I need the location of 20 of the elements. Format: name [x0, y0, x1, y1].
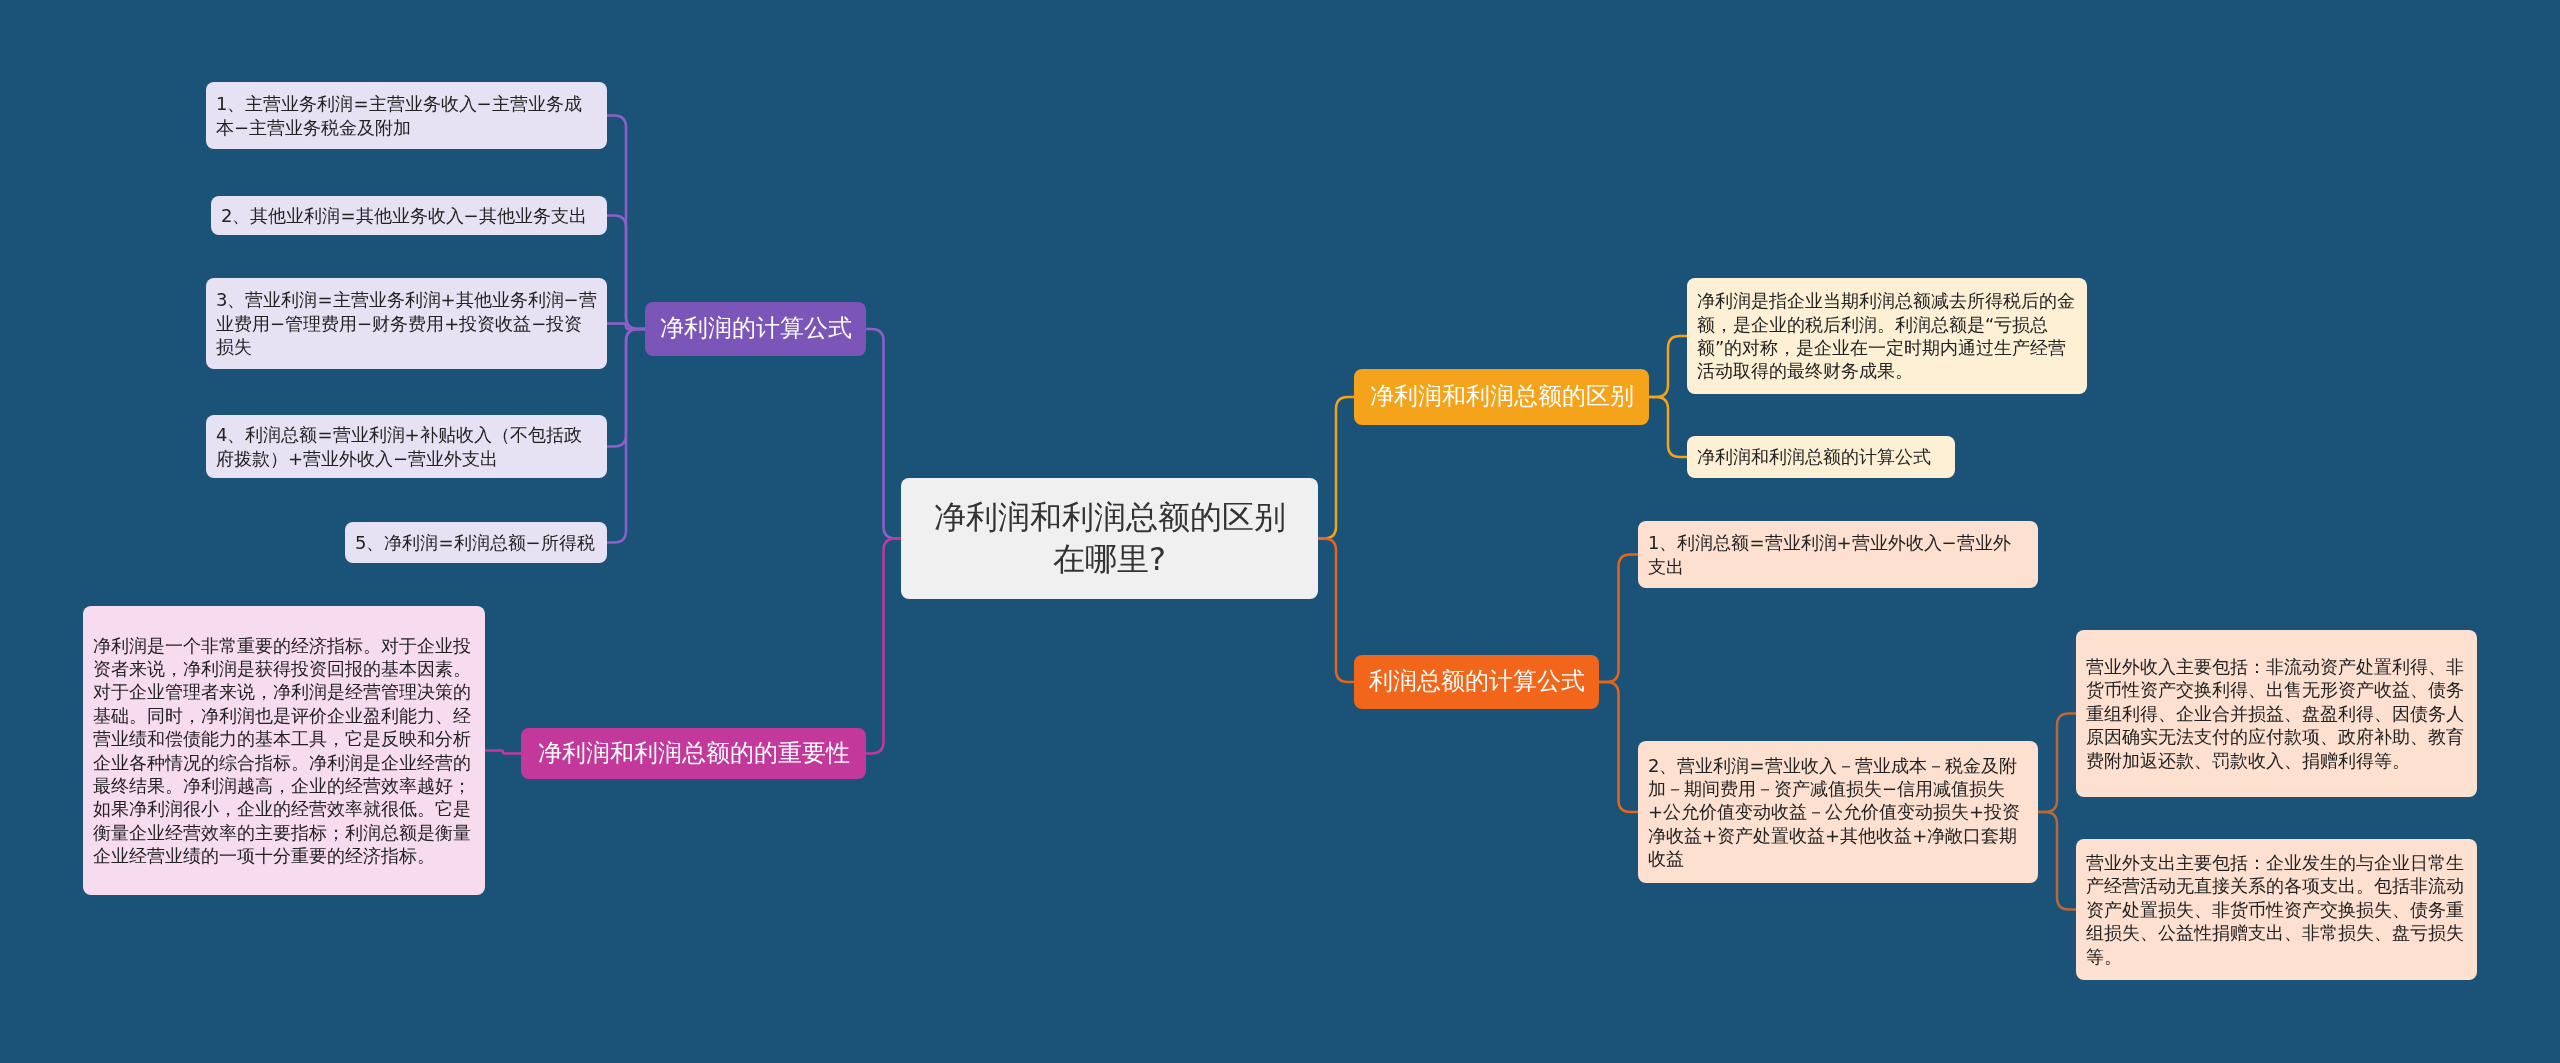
- central-topic: 净利润和利润总额的区别在哪里?: [901, 478, 1318, 599]
- connector: [2038, 810, 2076, 911]
- connector: [485, 749, 521, 755]
- branch-topic: 净利润的计算公式: [645, 302, 866, 356]
- subtopic-box: 营业外支出主要包括：企业发生的与企业日常生产经营活动无直接关系的各项支出。包括非流动资产处置损失、非货币性资产交换损失、债务重组损失、公益性捐赠支出、非常损失、盘亏损失等。: [2076, 839, 2477, 980]
- subtopic-box: 1、主营业务利润=主营业务收入−主营业务成本−主营业务税金及附加: [206, 82, 607, 149]
- subtopic-box: 4、利润总额=营业利润+补贴收入（不包括政府拨款）+营业外收入−营业外支出: [206, 415, 607, 478]
- subtopic-box: 2、营业利润=营业收入－营业成本－税金及附加－期间费用－资产减值损失−信用减值损失+公允价值变动收益－公允价值变动损失+投资净收益+资产处置收益+其他收益+净敞口套期收益: [1638, 741, 2038, 883]
- branch-topic: 利润总额的计算公式: [1354, 655, 1599, 709]
- subtopic-box: 净利润是一个非常重要的经济指标。对于企业投资者来说，净利润是获得投资回报的基本因素。对于企业管理者来说，净利润是经营管理决策的基础。同时，净利润也是评价企业盈利能力、经营业绩和偿债能力的基本工具，它是反映和分析企业各种情况的综合指标。净利润是企业经营的最终结果。净利润越高，企业的经营效率越好；如果净利润很小，企业的经营效率就很低。它是衡量企业经营效率的主要指标；利润总额是衡量企业经营业绩的一项十分重要的经济指标。: [83, 606, 485, 895]
- subtopic-box: 营业外收入主要包括：非流动资产处置利得、非货币性资产交换利得、出售无形资产收益、债务重组利得、企业合并损益、盘盈利得、因债务人原因确实无法支付的应付款项、政府补助、教育费附加返还款、罚款收入、捐赠利得等。: [2076, 630, 2477, 797]
- subtopic-box: 净利润是指企业当期利润总额减去所得税后的金额，是企业的税后利润。利润总额是“亏损总额”的对称，是企业在一定时期内通过生产经营活动取得的最终财务成果。: [1687, 278, 2087, 394]
- subtopic-box: 3、营业利润=主营业务利润+其他业务利润−营业费用−管理费用−财务费用+投资收益−投资损失: [206, 278, 607, 369]
- subtopic-box: 净利润和利润总额的计算公式: [1687, 436, 1955, 478]
- subtopic-box: 5、净利润=利润总额−所得税: [345, 522, 607, 563]
- branch-topic: 净利润和利润总额的的重要性: [521, 728, 866, 779]
- connector: [607, 327, 645, 544]
- subtopic-box: 2、其他业利润=其他业务收入−其他业务支出: [211, 196, 607, 235]
- subtopic-box: 1、利润总额=营业利润+营业外收入−营业外支出: [1638, 521, 2038, 588]
- branch-topic: 净利润和利润总额的区别: [1354, 369, 1649, 425]
